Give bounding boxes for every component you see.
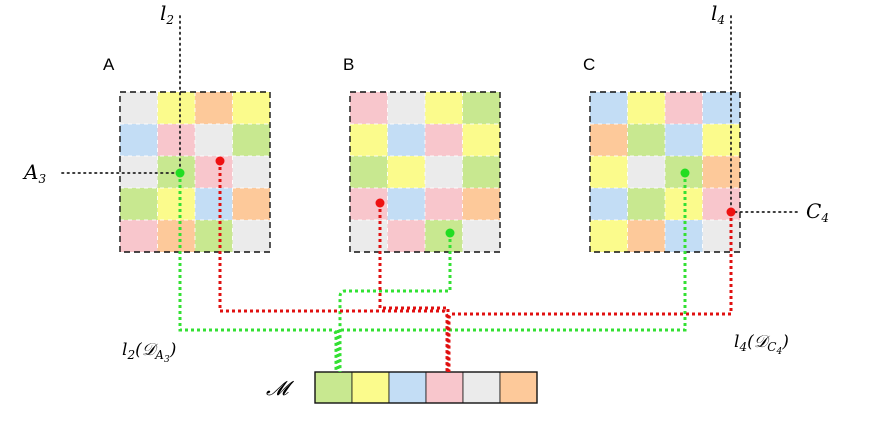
grid-a-cell [157,188,195,220]
grid-c-cell [702,220,740,252]
grid-c-cell [590,124,628,156]
grid-a-cell [157,92,195,124]
memory-bank: 𝓜 [266,371,538,404]
memory-border [314,371,538,404]
grid-a-cells [120,92,270,252]
grid-a-cell [120,188,158,220]
l2-set-label: l2(𝒟A3) [122,340,176,365]
l4-set-label: l4(𝒟C4) [734,332,789,357]
grid-a-cell [232,92,270,124]
grid-c-cell [627,188,665,220]
c4-label: C4 [806,199,829,225]
grid-b-cell [350,124,388,156]
memory-cell [314,371,353,404]
grid-b-cell [462,188,500,220]
grid-a: A [103,55,271,253]
grid-a-cell [232,188,270,220]
dot-c-red [726,207,736,217]
grid-b-cell [425,220,463,252]
grid-c-cell [627,92,665,124]
grid-b-cell [350,156,388,188]
grid-c-cell [702,92,740,124]
grid-a-cell [232,156,270,188]
grid-b-cell [462,156,500,188]
memory-cell [425,371,464,404]
grid-b-cell [350,220,388,252]
grid-b-cells [350,92,500,252]
dot-a-green [175,168,185,178]
memory-cell [388,371,427,404]
green-path-from-c [336,173,687,372]
grid-b-cell [425,92,463,124]
dot-b-green [445,228,455,238]
grid-c-cell [627,156,665,188]
grid-a-border [119,91,271,253]
grid-c-cell [590,92,628,124]
grid-a-cell [232,124,270,156]
grid-c-cell [590,220,628,252]
grid-b-cell [387,156,425,188]
grid-b-cell [387,124,425,156]
grid-c-cell [702,188,740,220]
grid-c-cell [627,124,665,156]
grid-b-cell [387,188,425,220]
a3-label: A3 [22,160,46,186]
grid-c-cell [665,124,703,156]
grid-b: B [343,55,501,253]
green-path-from-b [338,233,452,372]
grid-b-cell [350,92,388,124]
grid-a-cell [232,220,270,252]
dot-a-red [215,156,225,166]
grid-b-cell [462,92,500,124]
grid-a-cell [195,124,233,156]
grid-b-cell [425,188,463,220]
grid-c: C [583,55,741,253]
memory-label: 𝓜 [266,376,295,400]
grid-a-cell [120,124,158,156]
grid-b-cell [387,92,425,124]
grid-b-cell [425,124,463,156]
grid-a-cell [120,92,158,124]
grid-c-cell [627,220,665,252]
grid-a-cell [195,220,233,252]
memory-cell [462,371,501,404]
memory-cell [499,371,538,404]
grid-b-cell [387,220,425,252]
grid-a-cell [120,156,158,188]
grid-b-border [349,91,501,253]
grid-c-cell [702,156,740,188]
dot-c-green [680,168,690,178]
grid-a-cell [157,220,195,252]
grid-b-cell [462,220,500,252]
l4-label: l4 [711,1,725,27]
grid-c-cell [665,92,703,124]
grid-a-cell [157,124,195,156]
grid-a-cell [195,188,233,220]
l2-label: l2 [160,1,174,27]
grid-c-label: C [583,55,595,74]
grid-b-cell [462,124,500,156]
grid-c-cells [590,92,740,252]
grid-b-cell [425,156,463,188]
grid-a-cell [195,156,233,188]
grid-a-cell [120,220,158,252]
grid-c-cell [590,156,628,188]
grid-a-label: A [103,55,115,74]
dot-b-red [375,198,385,208]
grid-c-cell [702,124,740,156]
grid-b-label: B [343,55,354,74]
grid-c-border [589,91,741,253]
memory-cell [351,371,390,404]
memory-cells [314,371,538,404]
grid-a-cell [195,92,233,124]
grid-c-cell [590,188,628,220]
